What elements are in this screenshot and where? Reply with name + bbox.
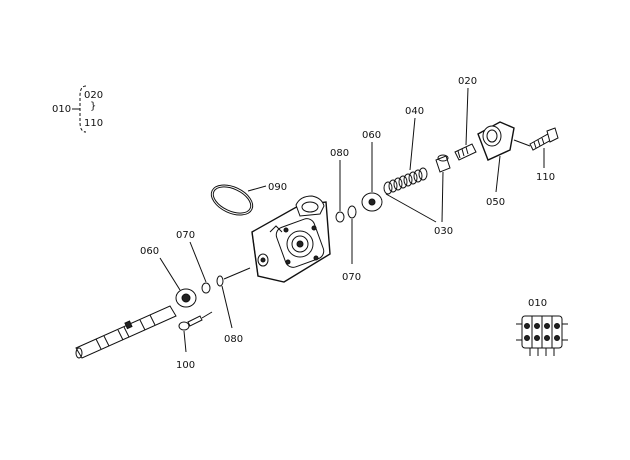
bolt-110 xyxy=(529,127,559,151)
legend-sub-top-label: 020 xyxy=(84,90,103,101)
spring-040 xyxy=(383,167,428,195)
legend-bracket xyxy=(79,85,87,133)
valve-body-bolt-hole-3 xyxy=(285,259,291,265)
screw-100-shank xyxy=(187,315,203,327)
screw-100 xyxy=(178,315,203,331)
assembly-port-3 xyxy=(544,323,550,329)
poppet-030-top xyxy=(437,154,449,162)
o-ring-outer xyxy=(210,184,254,216)
valve-assembly-thumbnail xyxy=(516,315,568,356)
ring-070-bottom xyxy=(201,282,211,294)
cap-050-bore xyxy=(482,125,502,147)
spring-coil-4 xyxy=(398,175,408,189)
callout-060-top: 060 xyxy=(362,130,381,141)
plug-020-shank xyxy=(454,143,477,161)
valve-body-port-top xyxy=(301,201,319,213)
valve-body-bore-center xyxy=(296,240,304,248)
leader-100 xyxy=(183,330,187,353)
valve-body-side-port-core xyxy=(260,257,266,263)
callout-050: 050 xyxy=(486,197,505,208)
leader-030-b xyxy=(441,171,444,223)
assembly-port-5 xyxy=(524,335,530,341)
washer-080-axis xyxy=(223,267,251,280)
cap-050-bore-inner xyxy=(486,129,498,143)
valve-body-flange xyxy=(275,218,325,268)
washer-080-bottom xyxy=(216,275,224,287)
assembly-port-1 xyxy=(524,323,530,329)
valve-body xyxy=(251,195,331,283)
callout-070-bottom: 070 xyxy=(176,230,195,241)
legend-brace: } xyxy=(90,101,96,112)
assembly-port-4 xyxy=(554,323,560,329)
callout-030: 030 xyxy=(434,226,453,237)
spool-shaft-end xyxy=(75,347,83,359)
poppet-030 xyxy=(435,154,451,173)
leader-050 xyxy=(495,155,501,193)
spool-shaft-land xyxy=(124,320,133,330)
bolt-110-head xyxy=(546,127,559,143)
spring-coil-5 xyxy=(403,173,413,187)
washer-080-top xyxy=(335,211,345,223)
spring-coil-6 xyxy=(408,171,418,185)
leader-060-left xyxy=(159,257,181,291)
assembly-legend: 010 020 } 110 xyxy=(52,85,103,133)
ring-070-top xyxy=(347,205,357,219)
assembly-spools xyxy=(529,348,555,356)
valve-body-bolt-hole-2 xyxy=(311,225,317,231)
spring-coil-7 xyxy=(413,169,423,183)
callout-060-left: 060 xyxy=(140,246,159,257)
screw-100-head xyxy=(178,321,190,331)
o-ring-090 xyxy=(210,184,254,216)
assembly-port-7 xyxy=(544,335,550,341)
leader-070-bottom xyxy=(189,241,207,283)
valve-body-boss xyxy=(295,195,325,217)
callout-020: 020 xyxy=(458,76,477,87)
valve-body-bolt-hole-1 xyxy=(283,227,289,233)
legend-main-label: 010 xyxy=(52,104,71,115)
callout-100: 100 xyxy=(176,360,195,371)
valve-body-detail xyxy=(269,225,283,233)
leader-080-bottom xyxy=(221,285,233,329)
plate-060-left xyxy=(175,288,197,308)
callout-080-top: 080 xyxy=(330,148,349,159)
leader-040 xyxy=(409,117,416,171)
assembly-end-tabs xyxy=(516,323,568,341)
assembly-port-8 xyxy=(554,335,560,341)
assembly-port-6 xyxy=(534,335,540,341)
assembly-port-2 xyxy=(534,323,540,329)
bolt-110-axis xyxy=(513,139,531,147)
bolt-110-shank xyxy=(529,133,552,151)
callout-070-top: 070 xyxy=(342,272,361,283)
callout-010-assembly: 010 xyxy=(528,298,547,309)
callout-080-bottom: 080 xyxy=(224,334,243,345)
bolt-110-threads xyxy=(533,137,545,149)
spring-coil-8 xyxy=(418,167,428,181)
spring-coil-3 xyxy=(393,177,403,191)
callout-040: 040 xyxy=(405,106,424,117)
plug-020-threads xyxy=(457,146,469,159)
plate-060-top xyxy=(361,192,383,212)
spool-shaft xyxy=(75,305,177,359)
plug-020 xyxy=(454,143,477,161)
valve-body-bolt-hole-4 xyxy=(313,255,319,261)
plate-060-top-hole xyxy=(368,198,376,206)
spring-coil-1 xyxy=(383,181,393,195)
plate-060-left-hole xyxy=(181,293,191,303)
screw-100-axis xyxy=(201,311,213,319)
legend-sub-bottom-label: 110 xyxy=(84,118,103,129)
leader-090 xyxy=(247,185,267,192)
valve-body-edge xyxy=(251,231,259,277)
valve-body-bore-inner xyxy=(291,235,309,253)
callout-110: 110 xyxy=(536,172,555,183)
valve-body-side-port xyxy=(257,253,269,267)
valve-body-bore-outer xyxy=(286,230,314,258)
leader-020 xyxy=(465,87,469,146)
callout-090: 090 xyxy=(268,182,287,193)
spool-shaft-grooves xyxy=(95,314,156,350)
spring-coil-2 xyxy=(388,179,398,193)
leader-030-a xyxy=(385,193,437,223)
cap-050 xyxy=(477,121,515,161)
o-ring-inner xyxy=(212,186,252,214)
